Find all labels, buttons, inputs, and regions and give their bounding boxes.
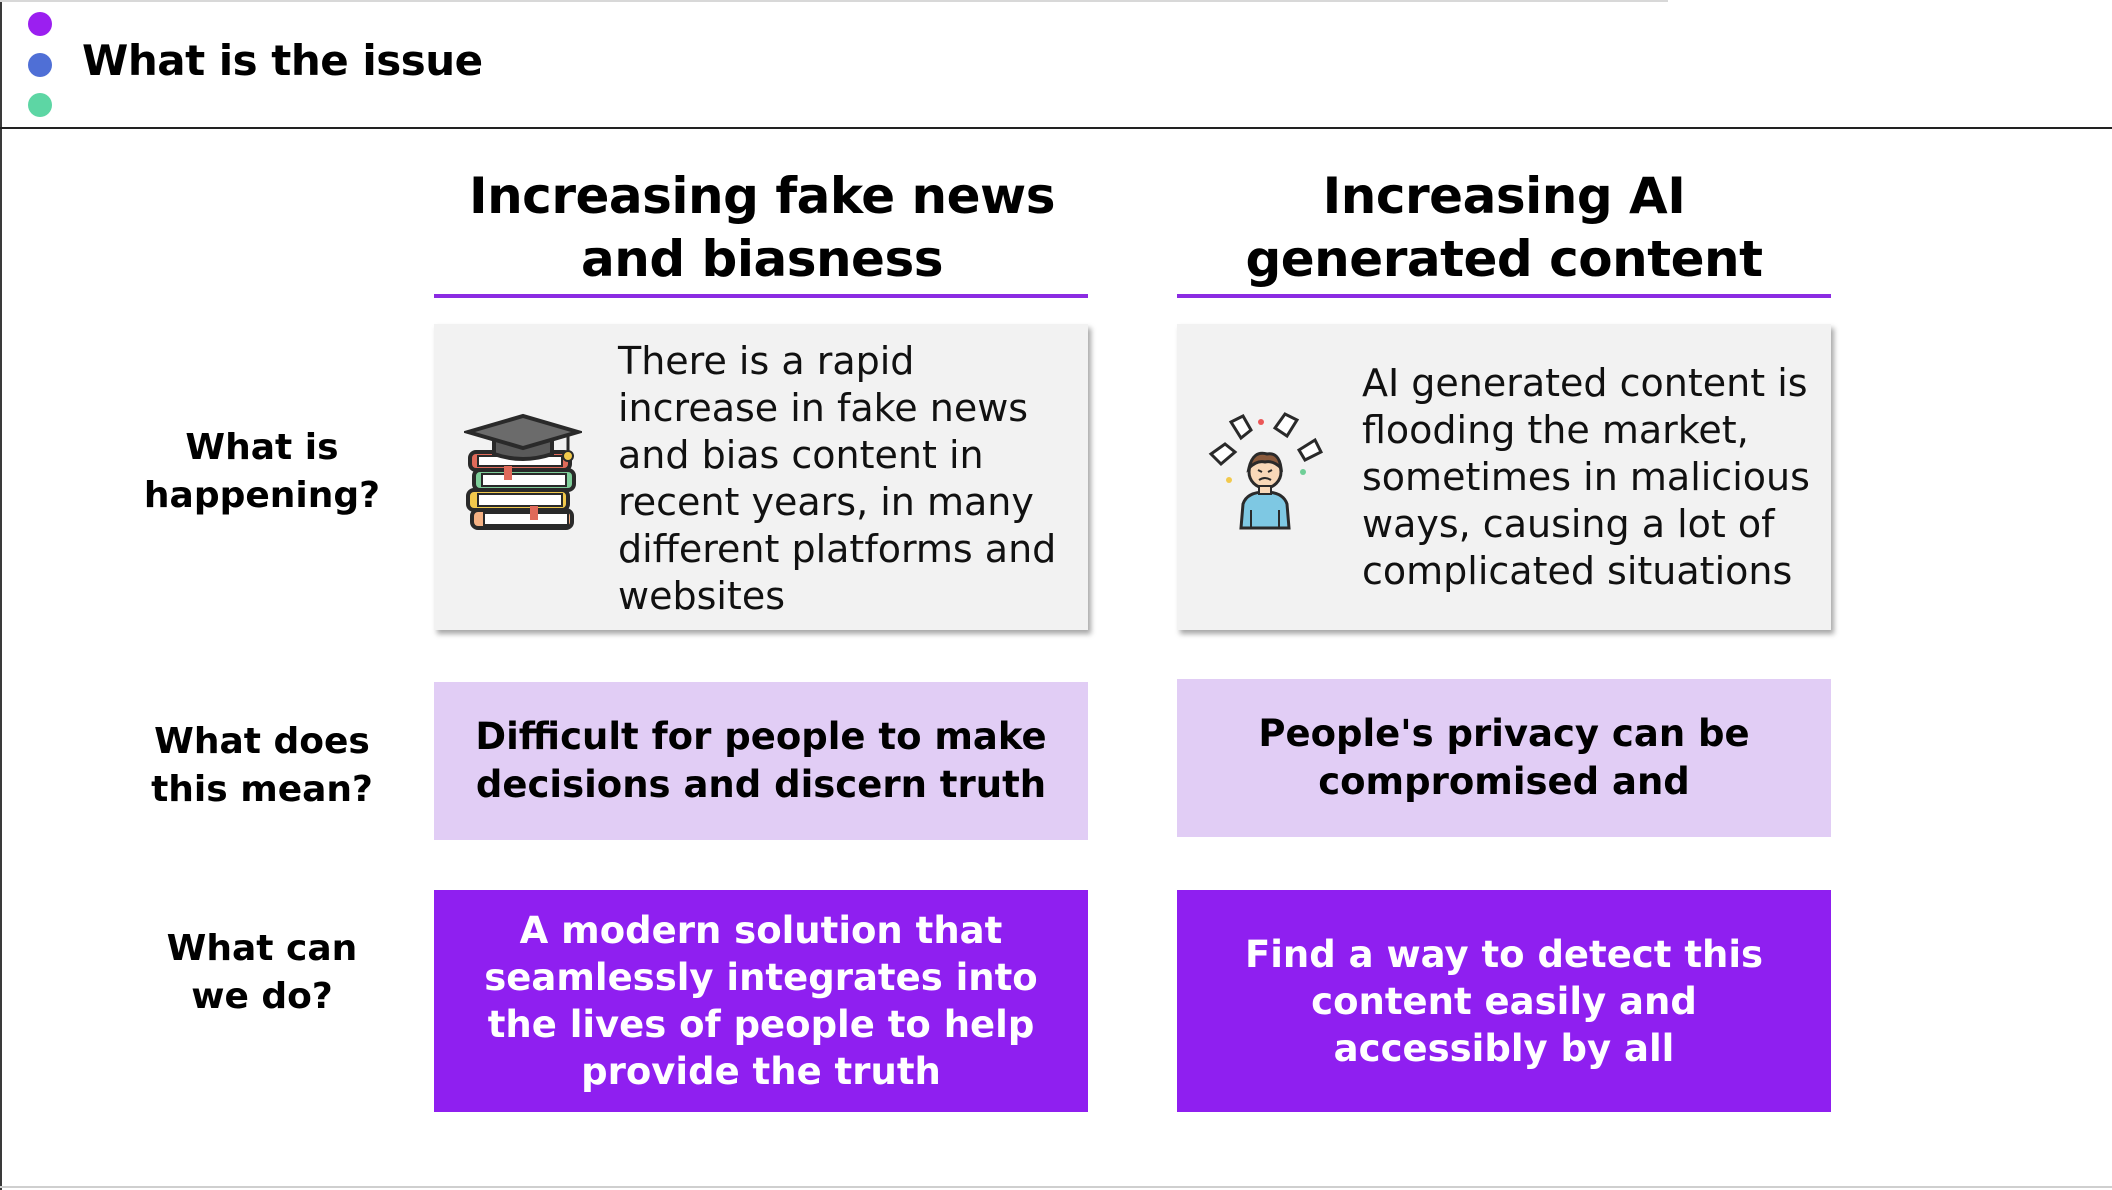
row-label-what-does-this-mean: What does this mean? [151, 721, 373, 810]
column-underline-fake-news [434, 294, 1088, 298]
fake-news-meaning-text: Difficult for people to make decisions a… [475, 715, 1047, 806]
pointed-at-person-icon [1207, 410, 1325, 538]
ai-content-action-box: Find a way to detect this content easily… [1177, 890, 1831, 1112]
slide-frame-top [0, 0, 1668, 2]
ai-content-meaning-text: People's privacy can be compromised and [1258, 712, 1750, 803]
fake-news-happening-text: There is a rapid increase in fake news a… [618, 339, 1057, 618]
slide-frame-bottom [0, 1186, 2112, 1188]
card-fake-news-happening: There is a rapid increase in fake news a… [434, 324, 1088, 630]
slide-frame-left [0, 0, 2, 1190]
card-ai-content-happening: AI generated content is flooding the mar… [1177, 324, 1831, 630]
column-underline-ai-content [1177, 294, 1831, 298]
header-divider [0, 127, 2112, 129]
column-title-ai-content: Increasing AI generated content [1245, 167, 1763, 288]
fake-news-action-box: A modern solution that seamlessly integr… [434, 890, 1088, 1112]
ai-content-meaning-box: People's privacy can be compromised and [1177, 679, 1831, 837]
books-graduation-cap-icon [460, 412, 586, 538]
green-dot-icon [28, 93, 52, 117]
column-title-fake-news: Increasing fake news and biasness [468, 167, 1056, 288]
ai-content-happening-text: AI generated content is flooding the mar… [1362, 361, 1810, 593]
row-label-what-is-happening: What is happening? [143, 427, 381, 516]
blue-dot-icon [28, 53, 52, 77]
purple-dot-icon [28, 12, 52, 36]
ai-content-action-text: Find a way to detect this content easily… [1244, 932, 1764, 1070]
page-title: What is the issue [82, 36, 483, 85]
fake-news-meaning-box: Difficult for people to make decisions a… [434, 682, 1088, 840]
fake-news-action-text: A modern solution that seamlessly integr… [484, 909, 1038, 1093]
row-label-what-can-we-do: What can we do? [166, 928, 358, 1017]
